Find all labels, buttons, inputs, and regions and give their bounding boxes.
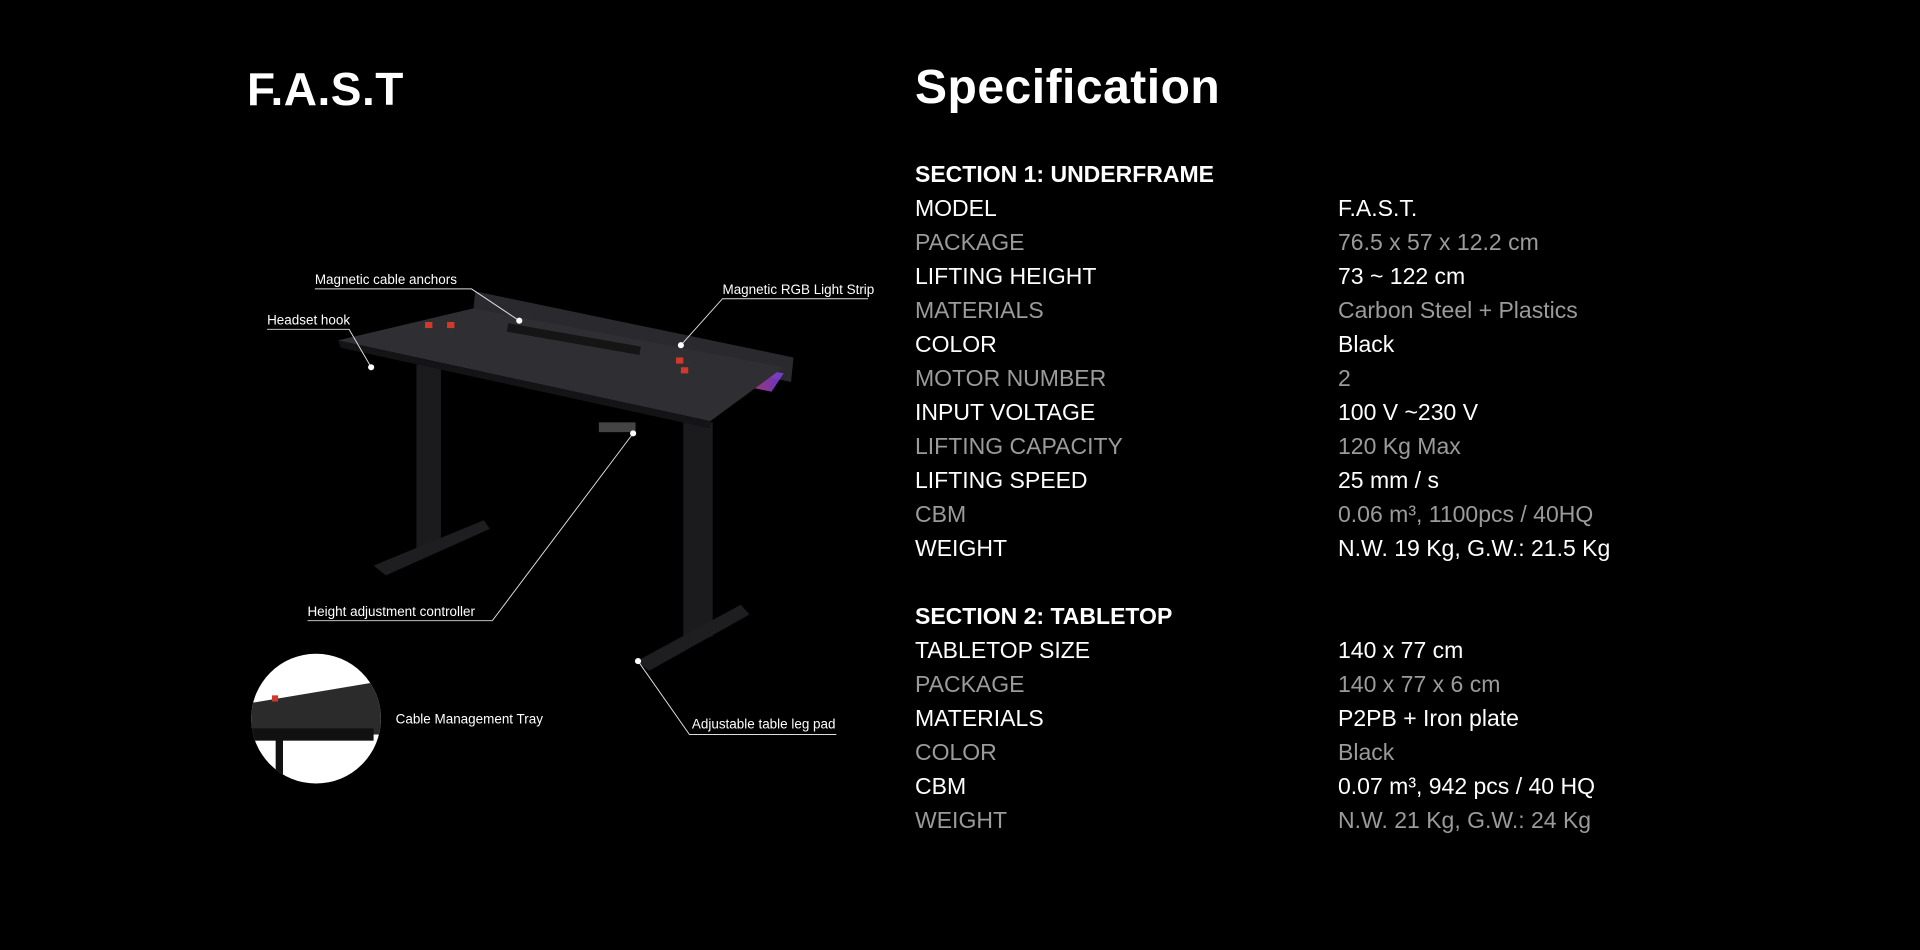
spec-label: CBM (915, 773, 967, 799)
spec-section-underframe: SECTION 1: UNDERFRAME MODEL F.A.S.T. PACKA… (915, 157, 1715, 565)
callout-line-rgb-strip (680, 298, 869, 346)
tabletop-edge (338, 340, 711, 429)
spec-value: 100 V ~230 V (1338, 399, 1479, 425)
callout-dot (677, 342, 684, 349)
section-heading: SECTION 2: TABLETOP (915, 603, 1173, 629)
spec-value: 25 mm / s (1338, 467, 1439, 493)
spec-label: LIFTING CAPACITY (915, 433, 1123, 459)
tabletop (338, 308, 784, 422)
tray-inset-image (251, 679, 381, 784)
callout-line-leg-pad (637, 660, 837, 736)
callout-dot (368, 364, 375, 371)
spec-row: LIFTING SPEED 25 mm / s (915, 463, 1715, 497)
right-leg (683, 422, 713, 637)
spec-label: MOTOR NUMBER (915, 365, 1107, 391)
callout-dot (516, 317, 523, 324)
spec-row: MODEL F.A.S.T. (915, 191, 1715, 225)
spec-label: TABLETOP SIZE (915, 637, 1091, 663)
spec-rows: TABLETOP SIZE 140 x 77 cm PACKAGE 140 x 77 … (915, 633, 1715, 837)
spec-value: 0.06 m³, 1100pcs / 40HQ (1338, 501, 1594, 527)
spec-value: 73 ~ 122 cm (1338, 263, 1466, 289)
spec-label: COLOR (915, 739, 997, 765)
spec-label: LIFTING SPEED (915, 467, 1088, 493)
anchor-red-1 (425, 321, 433, 329)
spec-row: PACKAGE 76.5 x 57 x 12.2 cm (915, 225, 1715, 259)
spec-label: MODEL (915, 195, 997, 221)
spec-row: CBM 0.06 m³, 1100pcs / 40HQ (915, 497, 1715, 531)
spec-row: WEIGHT N.W. 19 Kg, G.W.: 21.5 Kg (915, 531, 1715, 565)
spec-label: WEIGHT (915, 807, 1007, 833)
label-leg-pad: Adjustable table leg pad (692, 716, 836, 731)
spec-value: 2 (1338, 365, 1351, 391)
spec-row: PACKAGE 140 x 77 x 6 cm (915, 667, 1715, 701)
cable-tray-bar (506, 323, 641, 356)
spec-row: MATERIALS Carbon Steel + Plastics (915, 293, 1715, 327)
spec-row: COLOR Black (915, 735, 1715, 769)
spec-section-tabletop: SECTION 2: TABLETOP TABLETOP SIZE 140 x 7… (915, 599, 1715, 837)
spec-value: 0.07 m³, 942 pcs / 40 HQ (1338, 773, 1595, 799)
anchor-red-3 (675, 357, 684, 364)
callout-line-cable-anchors (314, 288, 520, 322)
spec-value: F.A.S.T. (1338, 195, 1418, 221)
spec-label: COLOR (915, 331, 997, 357)
label-cable-tray: Cable Management Tray (396, 712, 544, 727)
spec-row: MOTOR NUMBER 2 (915, 361, 1715, 395)
spec-row: TABLETOP SIZE 140 x 77 cm (915, 633, 1715, 667)
spec-label: LIFTING HEIGHT (915, 263, 1097, 289)
spec-label: WEIGHT (915, 535, 1007, 561)
spec-row: WEIGHT N.W. 21 Kg, G.W.: 24 Kg (915, 803, 1715, 837)
spec-row: COLOR Black (915, 327, 1715, 361)
spec-title: Specification (915, 61, 1221, 114)
left-leg (416, 364, 441, 549)
section-heading: SECTION 1: UNDERFRAME (915, 161, 1215, 187)
callout-line-controller (307, 433, 634, 622)
label-rgb-strip: Magnetic RGB Light Strip (723, 282, 875, 297)
label-height-controller: Height adjustment controller (307, 604, 475, 619)
product-title: F.A.S.T (247, 63, 404, 115)
spec-value: N.W. 19 Kg, G.W.: 21.5 Kg (1338, 535, 1611, 561)
spec-label: PACKAGE (915, 671, 1025, 697)
spec-row: MATERIALS P2PB + Iron plate (915, 701, 1715, 735)
callout-line-headset-hook (267, 328, 372, 368)
left-foot (373, 520, 490, 576)
spec-row: LIFTING CAPACITY 120 Kg Max (915, 429, 1715, 463)
spec-value: Black (1338, 739, 1395, 765)
spec-label: MATERIALS (915, 705, 1044, 731)
spec-value: 140 x 77 cm (1338, 637, 1464, 663)
anchor-red-2 (447, 321, 455, 329)
spec-value: 120 Kg Max (1338, 433, 1461, 459)
anchor-red-4 (680, 367, 689, 374)
spec-value: 76.5 x 57 x 12.2 cm (1338, 229, 1539, 255)
spec-row: LIFTING HEIGHT 73 ~ 122 cm (915, 259, 1715, 293)
spec-label: INPUT VOLTAGE (915, 399, 1096, 425)
callout-dot (630, 430, 637, 437)
spec-label: MATERIALS (915, 297, 1044, 323)
spec-value: 140 x 77 x 6 cm (1338, 671, 1501, 697)
spec-label: CBM (915, 501, 967, 527)
label-headset-hook: Headset hook (267, 312, 350, 327)
spec-rows: MODEL F.A.S.T. PACKAGE 76.5 x 57 x 12.2 cm L… (915, 191, 1715, 565)
label-cable-anchors: Magnetic cable anchors (315, 272, 457, 287)
controller-panel (598, 422, 636, 433)
right-foot (636, 604, 750, 671)
spec-row: INPUT VOLTAGE 100 V ~230 V (915, 395, 1715, 429)
spec-value: Carbon Steel + Plastics (1338, 297, 1578, 323)
spec-value: P2PB + Iron plate (1338, 705, 1519, 731)
spec-value: N.W. 21 Kg, G.W.: 24 Kg (1338, 807, 1592, 833)
callout-dot (634, 658, 642, 665)
spec-row: CBM 0.07 m³, 942 pcs / 40 HQ (915, 769, 1715, 803)
spec-value: Black (1338, 331, 1395, 357)
spec-label: PACKAGE (915, 229, 1025, 255)
